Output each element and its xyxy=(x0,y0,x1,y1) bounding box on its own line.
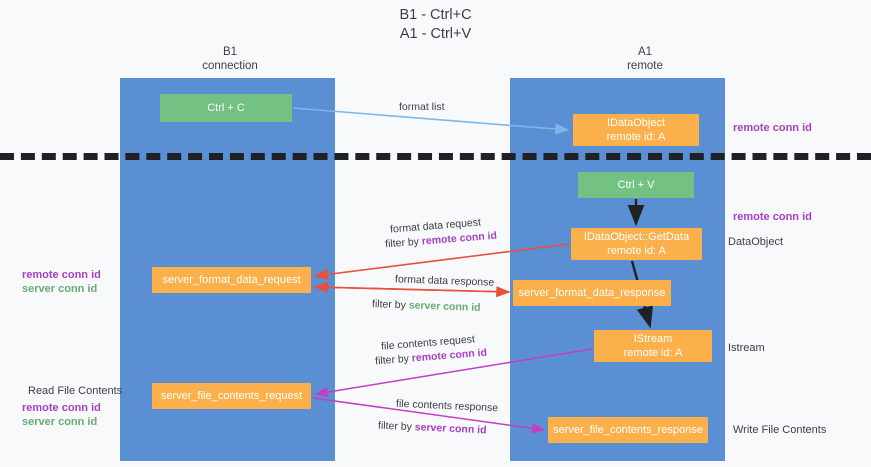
edge-label-file-contents-response: file contents response xyxy=(395,397,499,415)
annotation-dataobject: DataObject xyxy=(728,236,784,248)
annotation-remote-conn-id-top: remote conn id xyxy=(733,122,812,134)
annotation-istream: Istream xyxy=(728,342,765,354)
filter-prefix: filter by xyxy=(371,298,409,312)
annotation-remote-conn-id: remote conn id xyxy=(22,269,101,281)
annotation-read-file-contents: Read File Contents xyxy=(28,385,123,397)
annotation-write-file-contents: Write File Contents xyxy=(733,424,827,436)
filter-prefix: filter by xyxy=(374,352,413,368)
column-heading-a1: A1 remote xyxy=(627,46,663,72)
node-idataobject[interactable]: IDataObject remote id: A xyxy=(573,114,699,146)
annotation-server-conn-id: server conn id xyxy=(22,416,98,428)
annotation-conn-ids-bottom: remote conn id server conn id xyxy=(22,401,101,429)
filter-key-server-conn-id: server conn id xyxy=(414,421,487,437)
edge-label-format-data-response-filter: filter by server conn id xyxy=(372,297,481,315)
column-heading-b1: B1 connection xyxy=(202,46,258,72)
filter-prefix: filter by xyxy=(377,419,416,434)
node-server-format-data-response[interactable]: server_format_data_response xyxy=(513,280,671,306)
node-ctrl-c[interactable]: Ctrl + C xyxy=(160,94,292,122)
annotation-remote-conn-id-mid: remote conn id xyxy=(733,211,812,223)
phase-divider xyxy=(0,153,871,160)
annotation-remote-conn-id: remote conn id xyxy=(22,402,101,414)
filter-key-server-conn-id: server conn id xyxy=(408,299,481,314)
diagram-title: B1 - Ctrl+C A1 - Ctrl+V xyxy=(399,7,472,42)
edge-label-file-contents-response-filter: filter by server conn id xyxy=(378,419,487,438)
edge-label-format-list: format list xyxy=(399,101,445,113)
filter-prefix: filter by xyxy=(384,235,423,251)
node-server-file-contents-request[interactable]: server_file_contents_request xyxy=(152,383,311,409)
annotation-conn-ids-top: remote conn id server conn id xyxy=(22,268,101,296)
annotation-server-conn-id: server conn id xyxy=(22,283,98,295)
node-istream[interactable]: IStream remote id: A xyxy=(594,330,712,362)
node-server-file-contents-response[interactable]: server_file_contents_response xyxy=(548,417,708,443)
node-idataobject-getdata[interactable]: IDataObject::GetData remote id: A xyxy=(571,228,702,260)
node-server-format-data-request[interactable]: server_format_data_request xyxy=(152,267,311,293)
node-ctrl-v[interactable]: Ctrl + V xyxy=(578,172,694,198)
edge-label-format-data-response: format data response xyxy=(394,273,495,289)
